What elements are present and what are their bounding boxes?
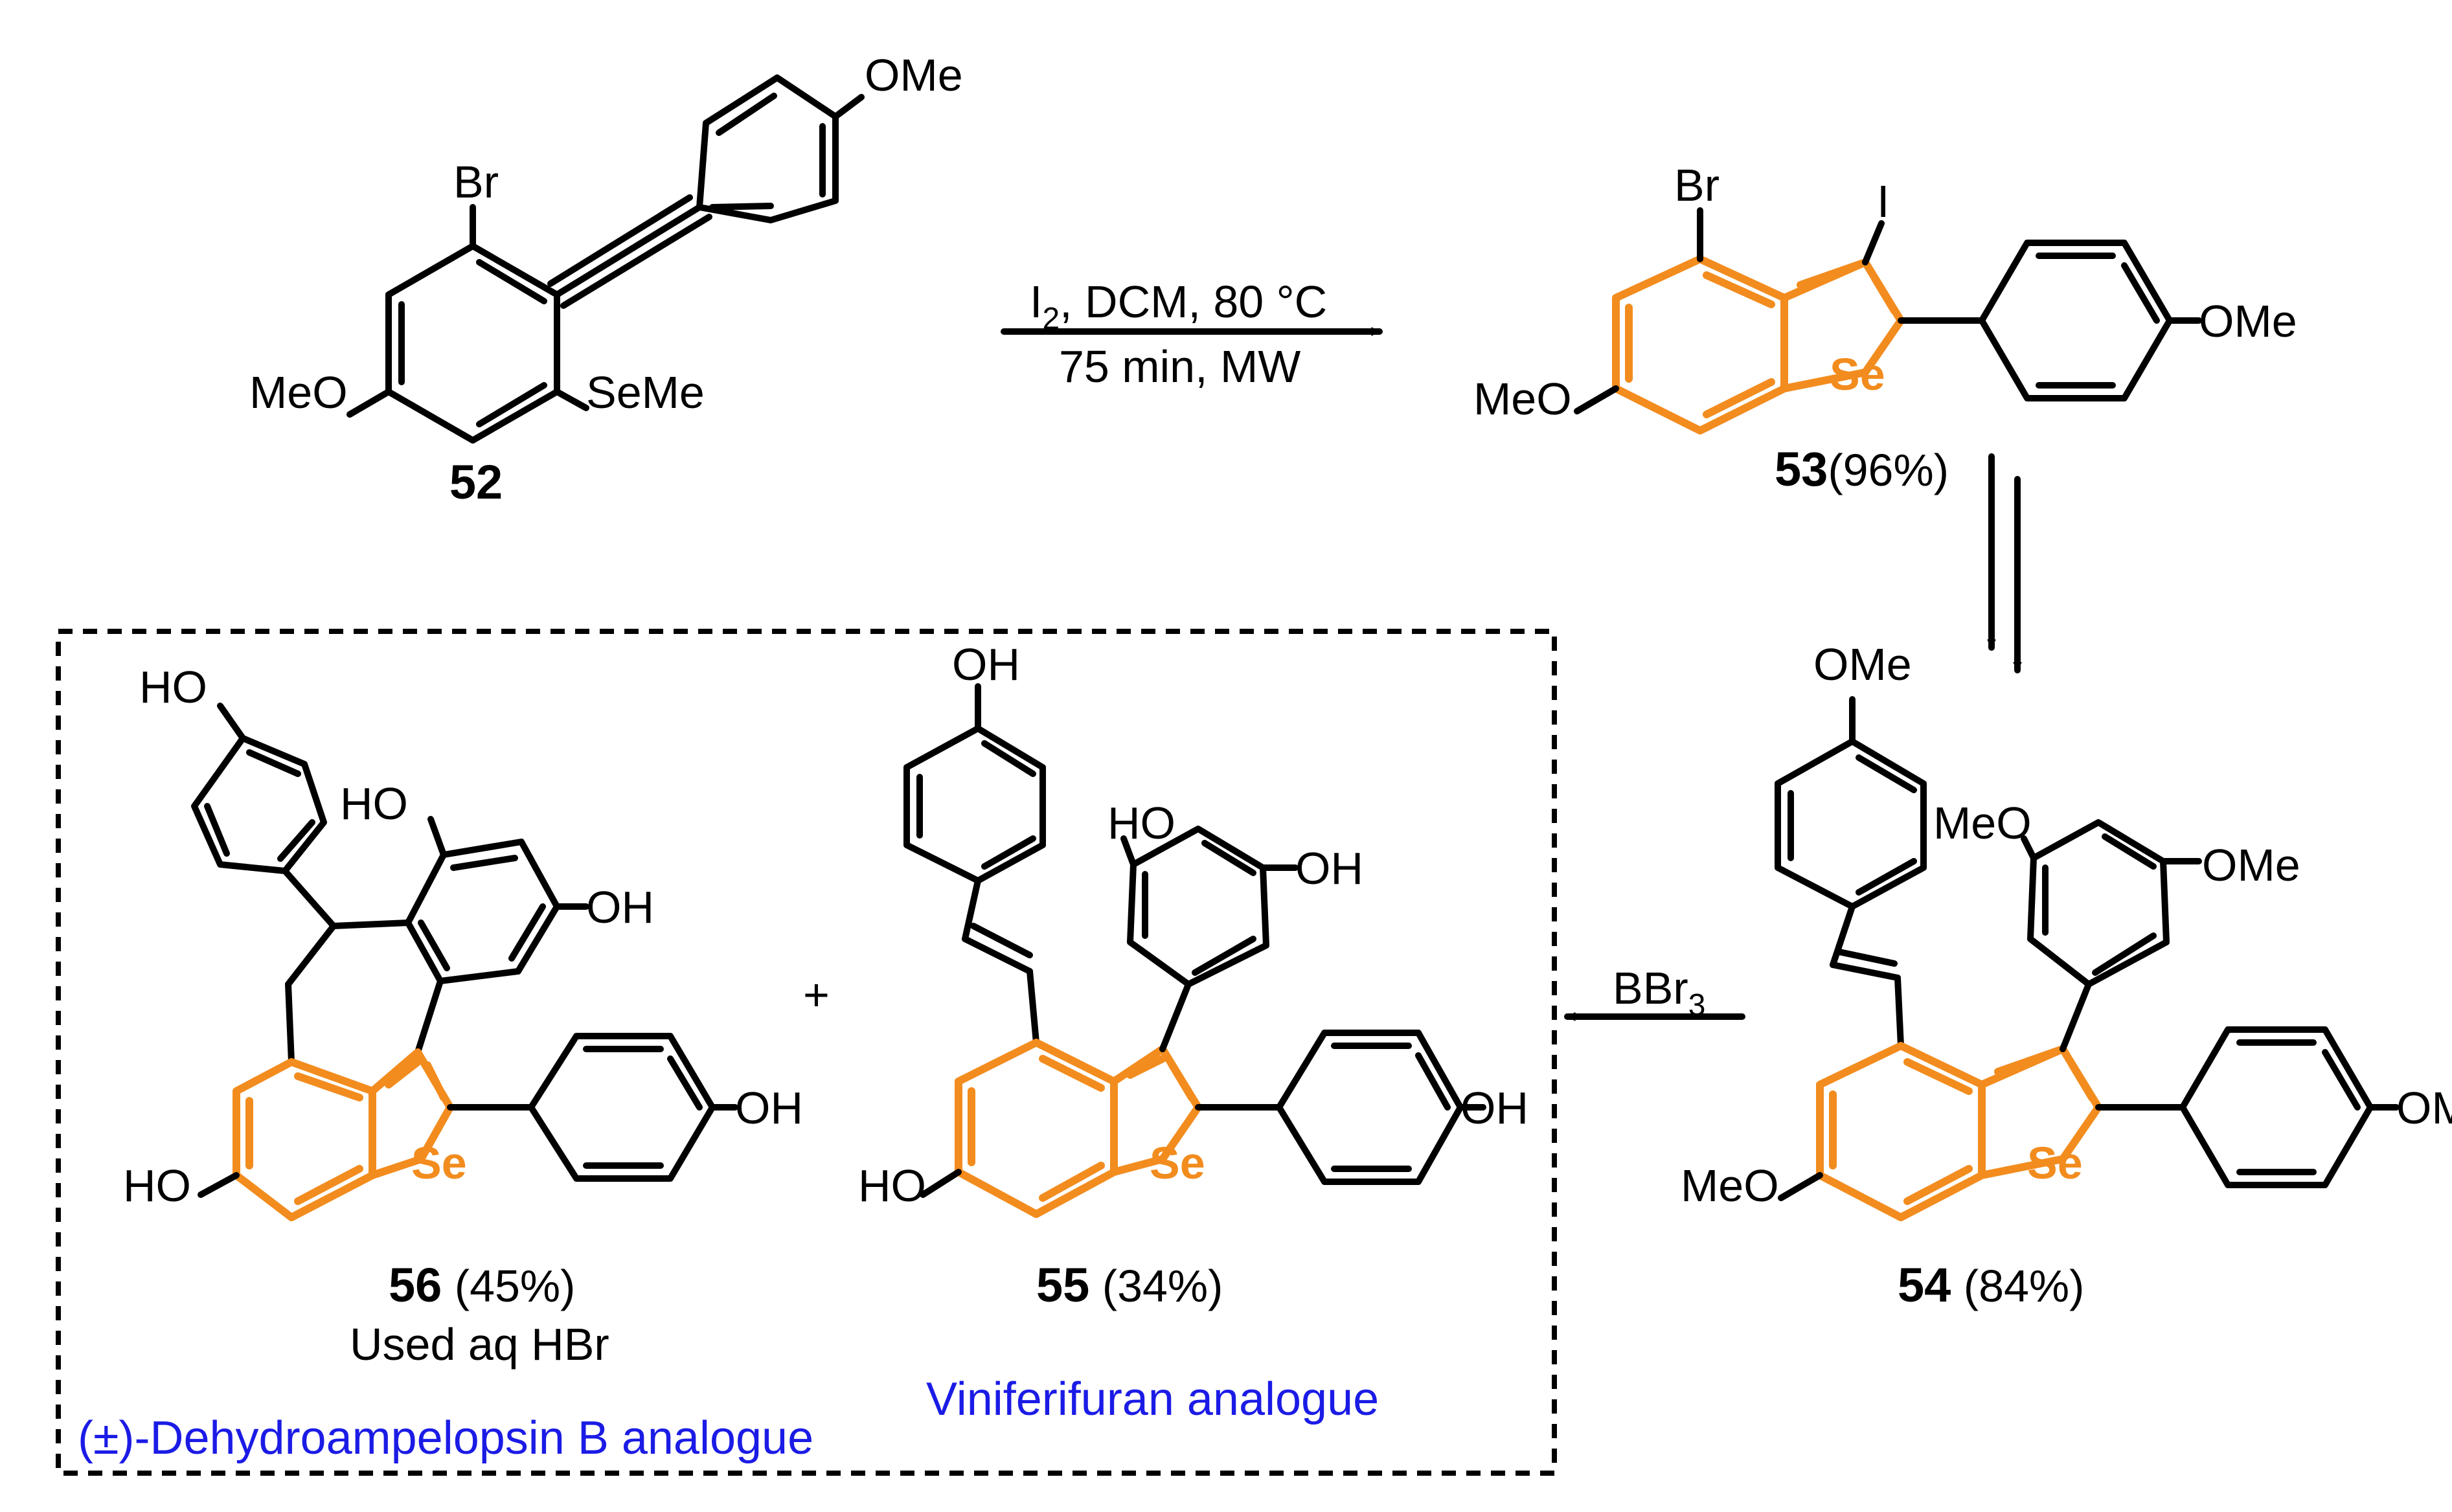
products-box [56, 629, 1557, 1476]
compound-56-structure [191, 703, 738, 1221]
c53-br: Br [1674, 160, 1720, 210]
step3-reagent: BBr3 [1613, 963, 1705, 1022]
c55-oh-right: OH [1460, 1083, 1528, 1133]
c54-ome-right: OMe [2396, 1083, 2452, 1133]
c56-ho-bottom: HO [123, 1160, 191, 1211]
c56-oh-mid: OH [586, 882, 654, 932]
c56-ho-mid: HO [340, 778, 408, 829]
c52-seme: SeMe [586, 367, 705, 418]
c52-label: 52 [449, 455, 503, 509]
c54-meo-mid: MeO [1933, 798, 2032, 848]
c54-ome-mid: OMe [2202, 840, 2300, 890]
c53-caption: 53(96%) [1775, 442, 1949, 496]
c56-note: Used aq HBr [350, 1319, 609, 1370]
compound-52-structure [346, 74, 865, 444]
c55-ho-bottom: HO [858, 1160, 926, 1211]
c55-oh-mid: OH [1295, 843, 1363, 894]
c54-meo-bottom: MeO [1681, 1160, 1779, 1211]
c53-i: I [1877, 176, 1889, 227]
c54-ome-top: OMe [1813, 639, 1912, 690]
c53-meo: MeO [1473, 374, 1572, 424]
plus-sign: + [803, 969, 830, 1020]
compound-53-structure [1574, 207, 2202, 434]
compound-54-structure [1775, 696, 2400, 1221]
c56-name: (±)-Dehydroampelopsin B analogue [78, 1412, 813, 1464]
c55-caption: 55 (34%) [1036, 1258, 1223, 1312]
c53-ome: OMe [2199, 296, 2297, 346]
c55-name: Viniferifuran analogue [926, 1373, 1379, 1425]
c56-ho-top: HO [139, 662, 207, 712]
c52-meo: MeO [249, 367, 348, 418]
c53-se: Se [1830, 349, 1885, 400]
c56-se: Se [411, 1138, 467, 1188]
c55-ho-mid: HO [1107, 798, 1175, 848]
c55-oh-top: OH [952, 639, 1020, 690]
compound-55-structure [903, 683, 1486, 1218]
c54-caption: 54 (84%) [1898, 1258, 2084, 1312]
step1-conditions-line1: I2, DCM, 80 °C [1030, 276, 1327, 336]
c56-caption: 56 (45%) [389, 1258, 575, 1312]
c52-br: Br [453, 157, 499, 207]
c55-se: Se [1150, 1138, 1205, 1188]
step1-conditions-line2: 75 min, MW [1059, 341, 1300, 392]
c54-se: Se [2027, 1138, 2083, 1188]
c56-oh-right: OH [735, 1083, 803, 1133]
c52-ome: OMe [865, 50, 963, 100]
